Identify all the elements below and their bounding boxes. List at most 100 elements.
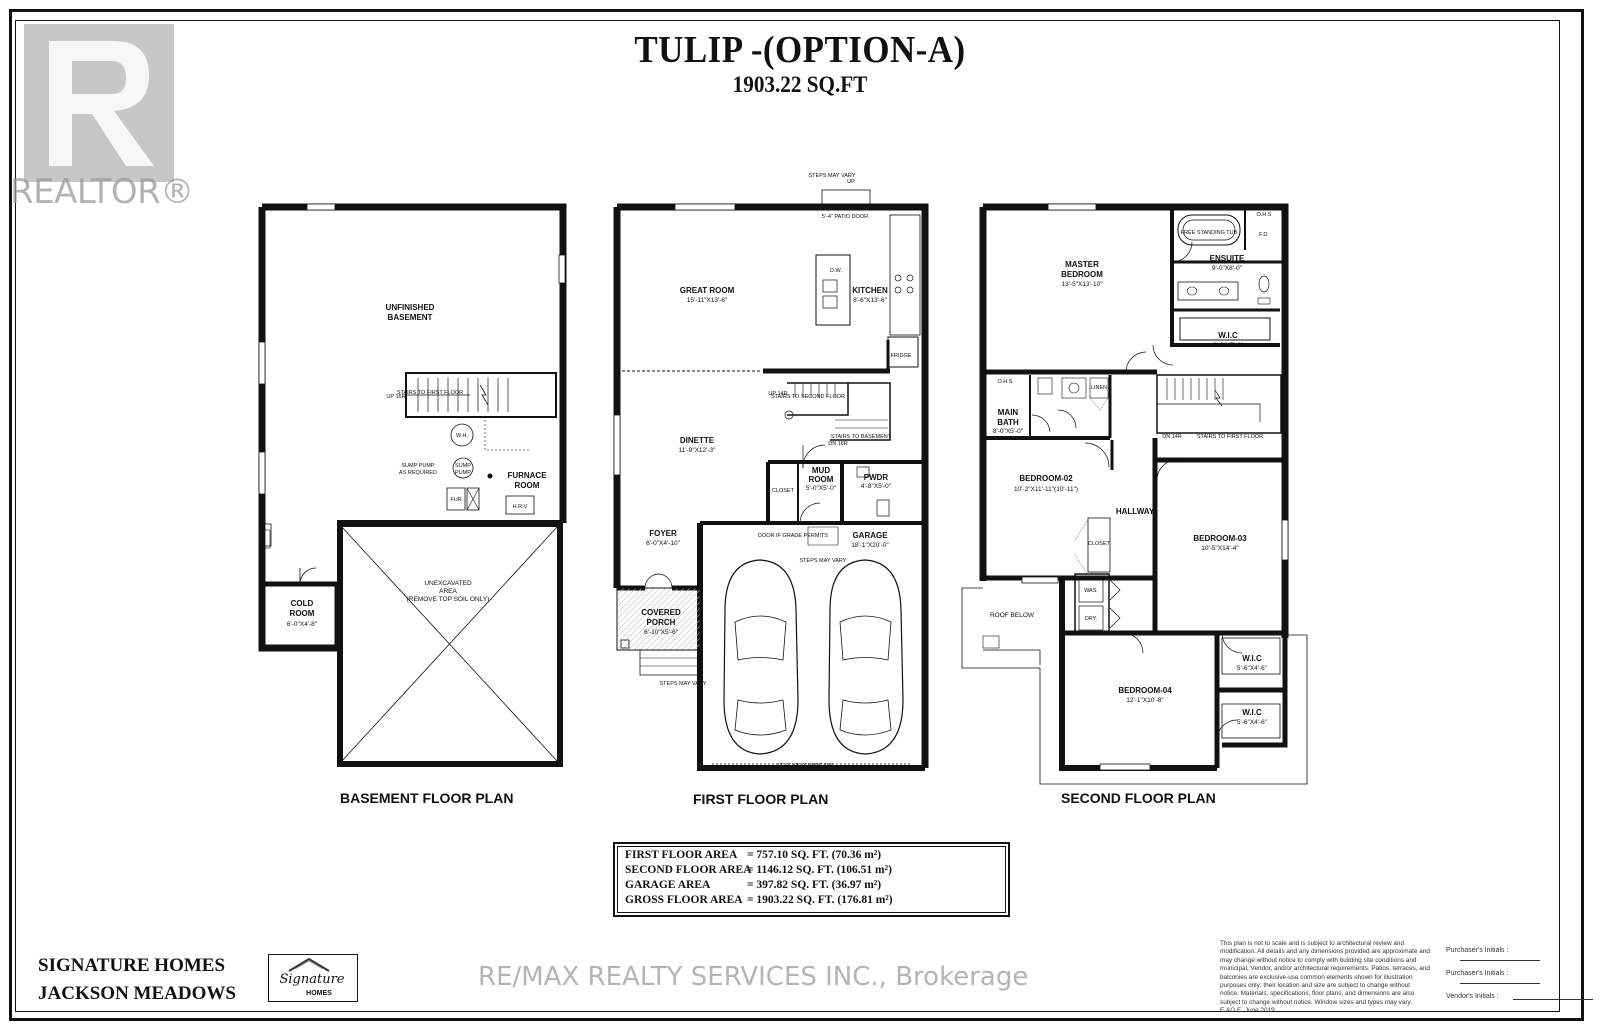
equipment-label: H.R.V — [513, 504, 528, 510]
room-dimension: 5'-6"X4'-6" — [1237, 665, 1268, 672]
car-icon — [723, 559, 799, 755]
equipment-label: PUMP — [455, 470, 471, 476]
room-label: ENSUITE — [1210, 254, 1245, 263]
appliance-label: WAS. — [1084, 588, 1098, 594]
garage-door-label: 17'-0" X8'-0" WIDE R/S — [777, 763, 834, 769]
room-label: MAIN — [998, 408, 1019, 417]
room-label: BEDROOM-02 — [1019, 474, 1073, 483]
room-label: (REMOVE TOP SOIL ONLY) — [407, 596, 490, 603]
room-label: PWDR — [864, 473, 889, 482]
area-row: GROSS FLOOR AREA= 1903.22 SQ. FT. (176.8… — [625, 894, 893, 906]
stair-label: UP 14R — [768, 391, 787, 397]
room-label: W.I.C — [1218, 331, 1238, 340]
svg-text:HOMES: HOMES — [306, 990, 332, 997]
room-dimension: 6'-0"X4'-8" — [287, 621, 318, 628]
room-label: MUD — [812, 466, 830, 475]
stair-label: STAIRS TO FIRST FLOOR — [1197, 434, 1263, 440]
room-label: BATH — [997, 418, 1019, 427]
room-label: UNFINISHED — [386, 303, 435, 312]
equipment-label: SUMP — [455, 463, 471, 469]
stair-label: DN 14R — [1162, 434, 1182, 440]
room-dimension: 13'-5"X13'-10" — [1061, 281, 1103, 288]
steps-label: STEPS MAY VARY — [809, 173, 856, 179]
room-label: LINEN — [1091, 385, 1107, 391]
room-label: CLOSET — [772, 488, 795, 494]
room-label: ROOM — [809, 475, 834, 484]
room-dimension: 5'-0"X5'-0" — [806, 485, 837, 492]
community-name: JACKSON MEADOWS — [38, 983, 236, 1004]
page-border-inner — [15, 20, 1560, 1012]
steps-label: STEPS MAY VARY — [800, 558, 847, 564]
room-dimension: 6'-10"X5'-6" — [644, 629, 679, 636]
room-dimension: 12'-1"X10'-8" — [1126, 697, 1164, 704]
room-dimension: 15'-11"X13'-6" — [687, 297, 728, 304]
equipment-label: AS REQUIRED — [399, 470, 437, 476]
equipment-label: W.H. — [456, 433, 468, 439]
steps-label: STEPS MAY VARY — [660, 681, 707, 687]
room-dimension: 10'-5"X14'-4" — [1201, 545, 1239, 552]
equipment-label: SUMP PUMP — [401, 463, 435, 469]
room-label: CLOSET — [1088, 541, 1111, 547]
fixture-label: O.H.S — [1257, 212, 1272, 218]
room-label: GREAT ROOM — [680, 286, 735, 295]
room-dimension: 5'-6"X4'-6" — [1237, 719, 1268, 726]
room-label: BEDROOM — [1061, 270, 1103, 279]
realtor-watermark: REALTOR® — [10, 172, 194, 212]
room-label: GARAGE — [852, 531, 888, 540]
room-label: FOYER — [649, 529, 677, 538]
first-floor-labels: GREAT ROOM 15'-11"X13'-6" KITCHEN 8'-6"X… — [641, 173, 912, 769]
second-floor-labels: MASTER BEDROOM 13'-5"X13'-10" ENSUITE 9'… — [990, 212, 1272, 726]
steps-label: UP — [847, 179, 855, 185]
room-dimension: 10'-2"X11'-11"(10'-11") — [1014, 486, 1078, 493]
stair-label: UP 16R — [386, 394, 405, 400]
signature-homes-logo: Signature HOMES — [268, 954, 358, 1002]
equipment-label: FUR — [450, 497, 461, 503]
svg-text:Signature: Signature — [279, 972, 344, 987]
room-dimension: 18'-1"X20'-0" — [851, 542, 889, 549]
area-row: GARAGE AREA= 397.82 SQ. FT. (36.97 m²) — [625, 879, 882, 891]
builder-name: SIGNATURE HOMES — [38, 955, 226, 976]
room-label: BEDROOM-04 — [1118, 686, 1172, 695]
area-row: SECOND FLOOR AREA= 1146.12 SQ. FT. (106.… — [625, 864, 892, 876]
room-label: COVERED — [641, 608, 681, 617]
appliance-label: D.W. — [830, 268, 842, 274]
room-label: BEDROOM-03 — [1193, 534, 1247, 543]
first-floor-caption: FIRST FLOOR PLAN — [693, 791, 829, 807]
area-row: FIRST FLOOR AREA= 757.10 SQ. FT. (70.36 … — [625, 849, 882, 861]
room-dimension: 11'-9"X12'-3" — [679, 447, 717, 454]
basement-labels: UNFINISHED BASEMENT UNEXCAVATED AREA (RE… — [287, 303, 547, 628]
brokerage-watermark: RE/MAX REALTY SERVICES INC., Brokerage — [478, 962, 1029, 992]
room-dimension: 8'-6"X13'-6" — [853, 297, 888, 304]
stair-label: STAIRS TO FIRST FLOOR — [397, 390, 463, 396]
second-floor-caption: SECOND FLOOR PLAN — [1061, 790, 1216, 806]
appliance-label: FRIDGE — [891, 353, 912, 359]
room-label: BASEMENT — [388, 313, 433, 322]
initials-line: Purchaser's Initials : — [1446, 947, 1600, 961]
plan-subtitle: 1903.22 SQ.FT — [732, 72, 868, 97]
room-label: DINETTE — [680, 436, 715, 445]
initials-line: Purchaser's Initials : — [1446, 970, 1600, 984]
room-dimension: 4'-8"X5'-0" — [861, 483, 892, 490]
room-label: FURNACE — [507, 471, 547, 480]
area-table: FIRST FLOOR AREA= 757.10 SQ. FT. (70.36 … — [613, 842, 1010, 917]
car-icon — [828, 559, 904, 755]
fixture-label: FREE STANDING TUB — [1181, 230, 1238, 236]
stair-label: STAIRS TO SECOND FLOOR — [771, 394, 845, 400]
plan-title: TULIP -(OPTION-A) — [634, 29, 966, 71]
room-dimension: 6'-0"X4'-10" — [646, 540, 681, 547]
initials-line: Vendor's Initials : — [1446, 993, 1593, 1000]
room-dimension: 8'-0"X5'-0" — [993, 428, 1024, 435]
stair-label: STAIRS TO BASEMENT — [831, 434, 892, 440]
appliance-label: DRY. — [1085, 616, 1098, 622]
room-label: PORCH — [647, 618, 676, 627]
room-label: W.I.C — [1242, 654, 1262, 663]
room-label: MASTER — [1065, 260, 1099, 269]
room-label: AREA — [439, 588, 457, 595]
page-border — [9, 9, 1584, 1021]
second-floor-plan — [961, 203, 1308, 785]
room-label: COLD — [291, 599, 314, 608]
fixture-label: O.H.S — [998, 379, 1013, 385]
room-label: ROOM — [290, 609, 315, 618]
room-label: KITCHEN — [852, 286, 888, 295]
